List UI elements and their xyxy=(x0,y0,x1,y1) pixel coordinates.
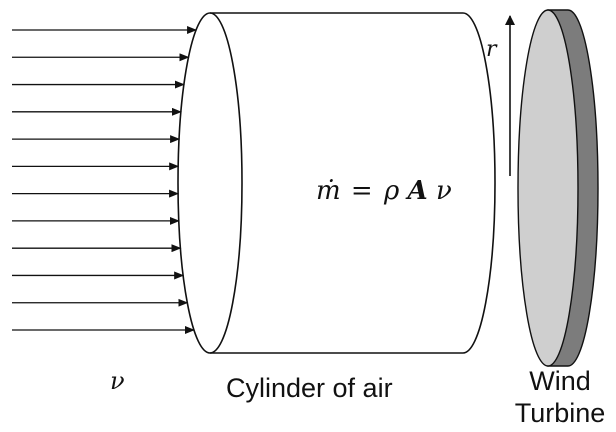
rho-symbol: ρ xyxy=(383,176,400,206)
airflow-arrows xyxy=(12,26,198,334)
turbine-label-line1: Wind xyxy=(529,366,591,396)
radius-label: r xyxy=(486,37,498,62)
cylinder-body-outline xyxy=(210,12,496,354)
cylinder-front-face xyxy=(177,12,243,354)
wind-turbine-disc xyxy=(517,9,599,367)
turbine-face xyxy=(517,9,579,367)
velocity-symbol: ν xyxy=(436,176,452,206)
velocity-label: ν xyxy=(110,367,125,395)
mass-flow-formula: ṁ = ρ A ν xyxy=(316,176,452,206)
area-symbol: A xyxy=(405,176,428,206)
mdot-symbol: ṁ xyxy=(316,176,341,206)
turbine-label-line2: Turbine xyxy=(515,398,606,428)
equals-sign: = xyxy=(351,176,373,206)
cylinder-label: Cylinder of air xyxy=(226,373,393,403)
air-cylinder xyxy=(177,12,496,354)
